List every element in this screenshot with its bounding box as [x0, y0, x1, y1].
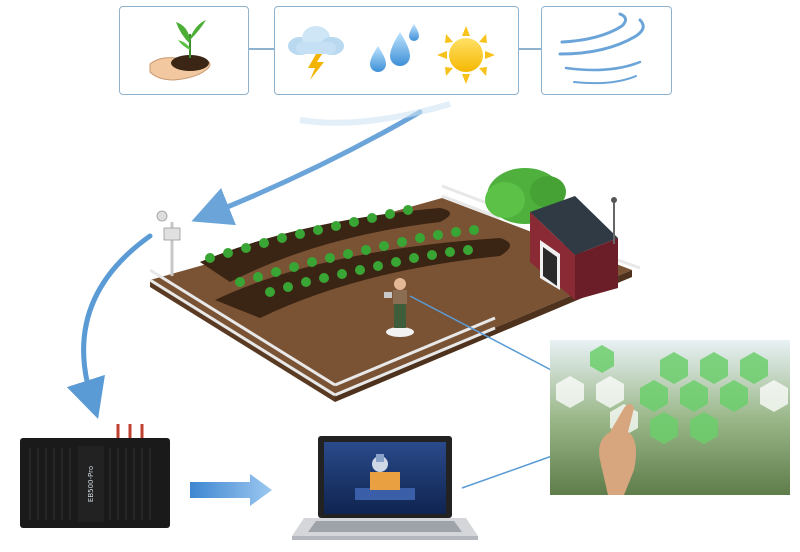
- wind-card: [541, 6, 672, 95]
- data-flow-arrow-sky: [191, 109, 423, 226]
- laptop-screen-graphic: [355, 454, 415, 500]
- sun-icon: [437, 26, 495, 84]
- water-drops-icon: [370, 24, 419, 72]
- edge-gateway-device: [20, 424, 170, 528]
- front-fence: [149, 268, 496, 397]
- storm-cloud-icon: [288, 26, 344, 80]
- tree: [485, 168, 566, 224]
- wind-icon: [558, 12, 645, 85]
- weather-station: [156, 197, 617, 276]
- soil-card: [119, 6, 249, 95]
- laptop-to-tablet-line: [461, 455, 553, 489]
- farmer-to-tablet-line: [409, 295, 556, 373]
- soil-sprout-icon: [149, 20, 211, 81]
- device-to-laptop-arrow: [190, 474, 272, 506]
- data-flow-arrow-down: [66, 233, 153, 420]
- smart-farming-panel: [550, 340, 790, 495]
- farmer: [384, 278, 414, 337]
- laptop: [292, 436, 478, 540]
- barn: [530, 196, 618, 300]
- device-label: EB500-Pro: [87, 466, 95, 502]
- card-connector-2: [519, 48, 541, 50]
- card-connector-1: [249, 48, 274, 50]
